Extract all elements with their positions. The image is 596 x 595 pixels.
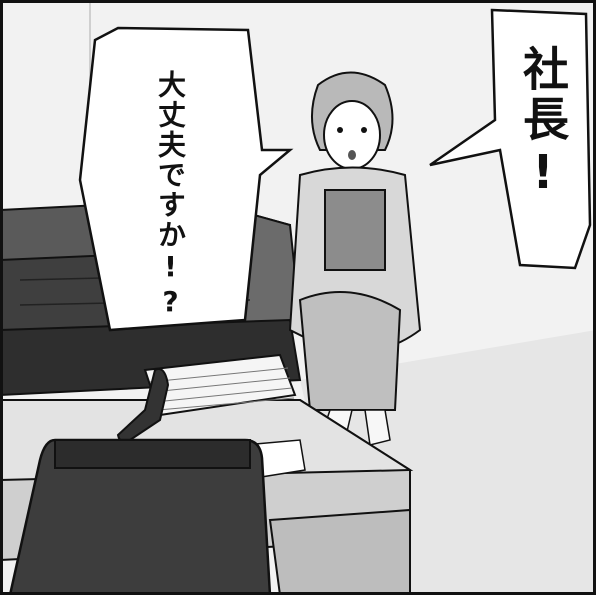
speech-bubble-right-text: 社長!	[516, 45, 570, 203]
binder	[324, 189, 386, 271]
office-chair	[8, 438, 272, 595]
speech-bubble-left-text: 大丈夫ですか!?	[154, 70, 187, 320]
speech-bubble-left	[78, 26, 294, 332]
speech-bubble-right	[429, 8, 592, 270]
